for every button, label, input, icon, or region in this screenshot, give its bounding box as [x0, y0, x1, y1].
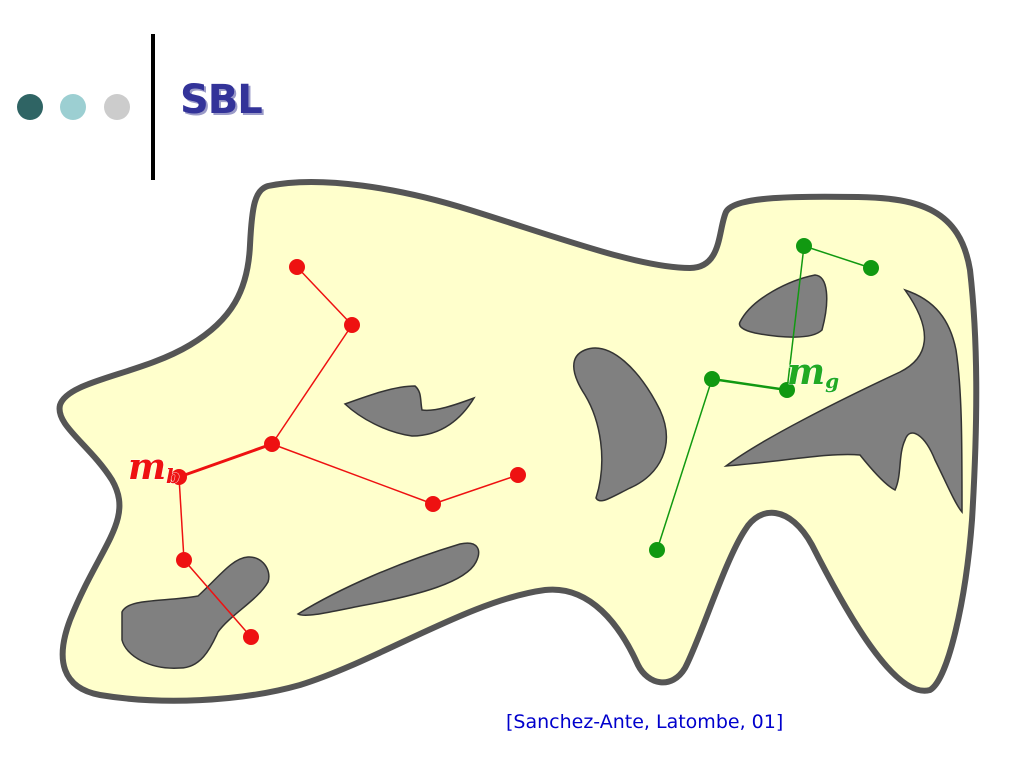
bullet-dot-dark [17, 94, 43, 120]
goal-tree-edge [786, 245, 805, 391]
title-divider [151, 34, 155, 180]
start-tree-root-node [171, 469, 187, 485]
goal-tree [656, 245, 872, 551]
start-tree-edge [271, 324, 353, 445]
start-tree-nodes [171, 259, 526, 645]
start-tree-node [289, 259, 305, 275]
goal-tree-node [863, 260, 879, 276]
start-tree-edge [183, 559, 252, 638]
goal-tree-edge [711, 377, 788, 392]
start-tree-edge [178, 476, 185, 561]
bullet-dot-teal [60, 94, 86, 120]
goal-tree-edge [803, 245, 872, 269]
start-tree-node [425, 496, 441, 512]
start-tree-edge [178, 442, 273, 479]
obstacle-3 [121, 556, 270, 669]
goal-tree-root-node [779, 382, 795, 398]
goal-milestone-label-main: m [787, 351, 825, 393]
start-tree [178, 266, 519, 638]
start-tree-edge [432, 474, 519, 505]
obstacle-5 [738, 274, 828, 338]
start-tree-node [344, 317, 360, 333]
goal-tree-nodes [649, 238, 879, 558]
obstacle-1 [343, 385, 476, 437]
obstacle-6 [723, 288, 963, 514]
start-tree-edge [296, 266, 353, 326]
start-tree-node [243, 629, 259, 645]
start-milestone-label-main: m [128, 446, 166, 488]
goal-tree-edge [656, 378, 713, 551]
start-tree-node [510, 467, 526, 483]
bullet-dot-gray [104, 94, 130, 120]
goal-milestone-label-sub: g [825, 369, 839, 393]
start-tree-node [264, 436, 280, 452]
citation: [Sanchez-Ante, Latombe, 01] [506, 711, 784, 733]
slide-title: SBL [180, 77, 263, 123]
goal-tree-node [704, 371, 720, 387]
start-milestone-label: mb [128, 446, 180, 488]
start-milestone-label-sub: b [166, 464, 180, 488]
goal-tree-node [796, 238, 812, 254]
obstacle-2 [573, 347, 668, 502]
start-tree-node [176, 552, 192, 568]
goal-milestone-label: mg [787, 351, 839, 393]
start-tree-edge [271, 443, 434, 505]
goal-tree-node [649, 542, 665, 558]
obstacle-4 [296, 542, 480, 617]
